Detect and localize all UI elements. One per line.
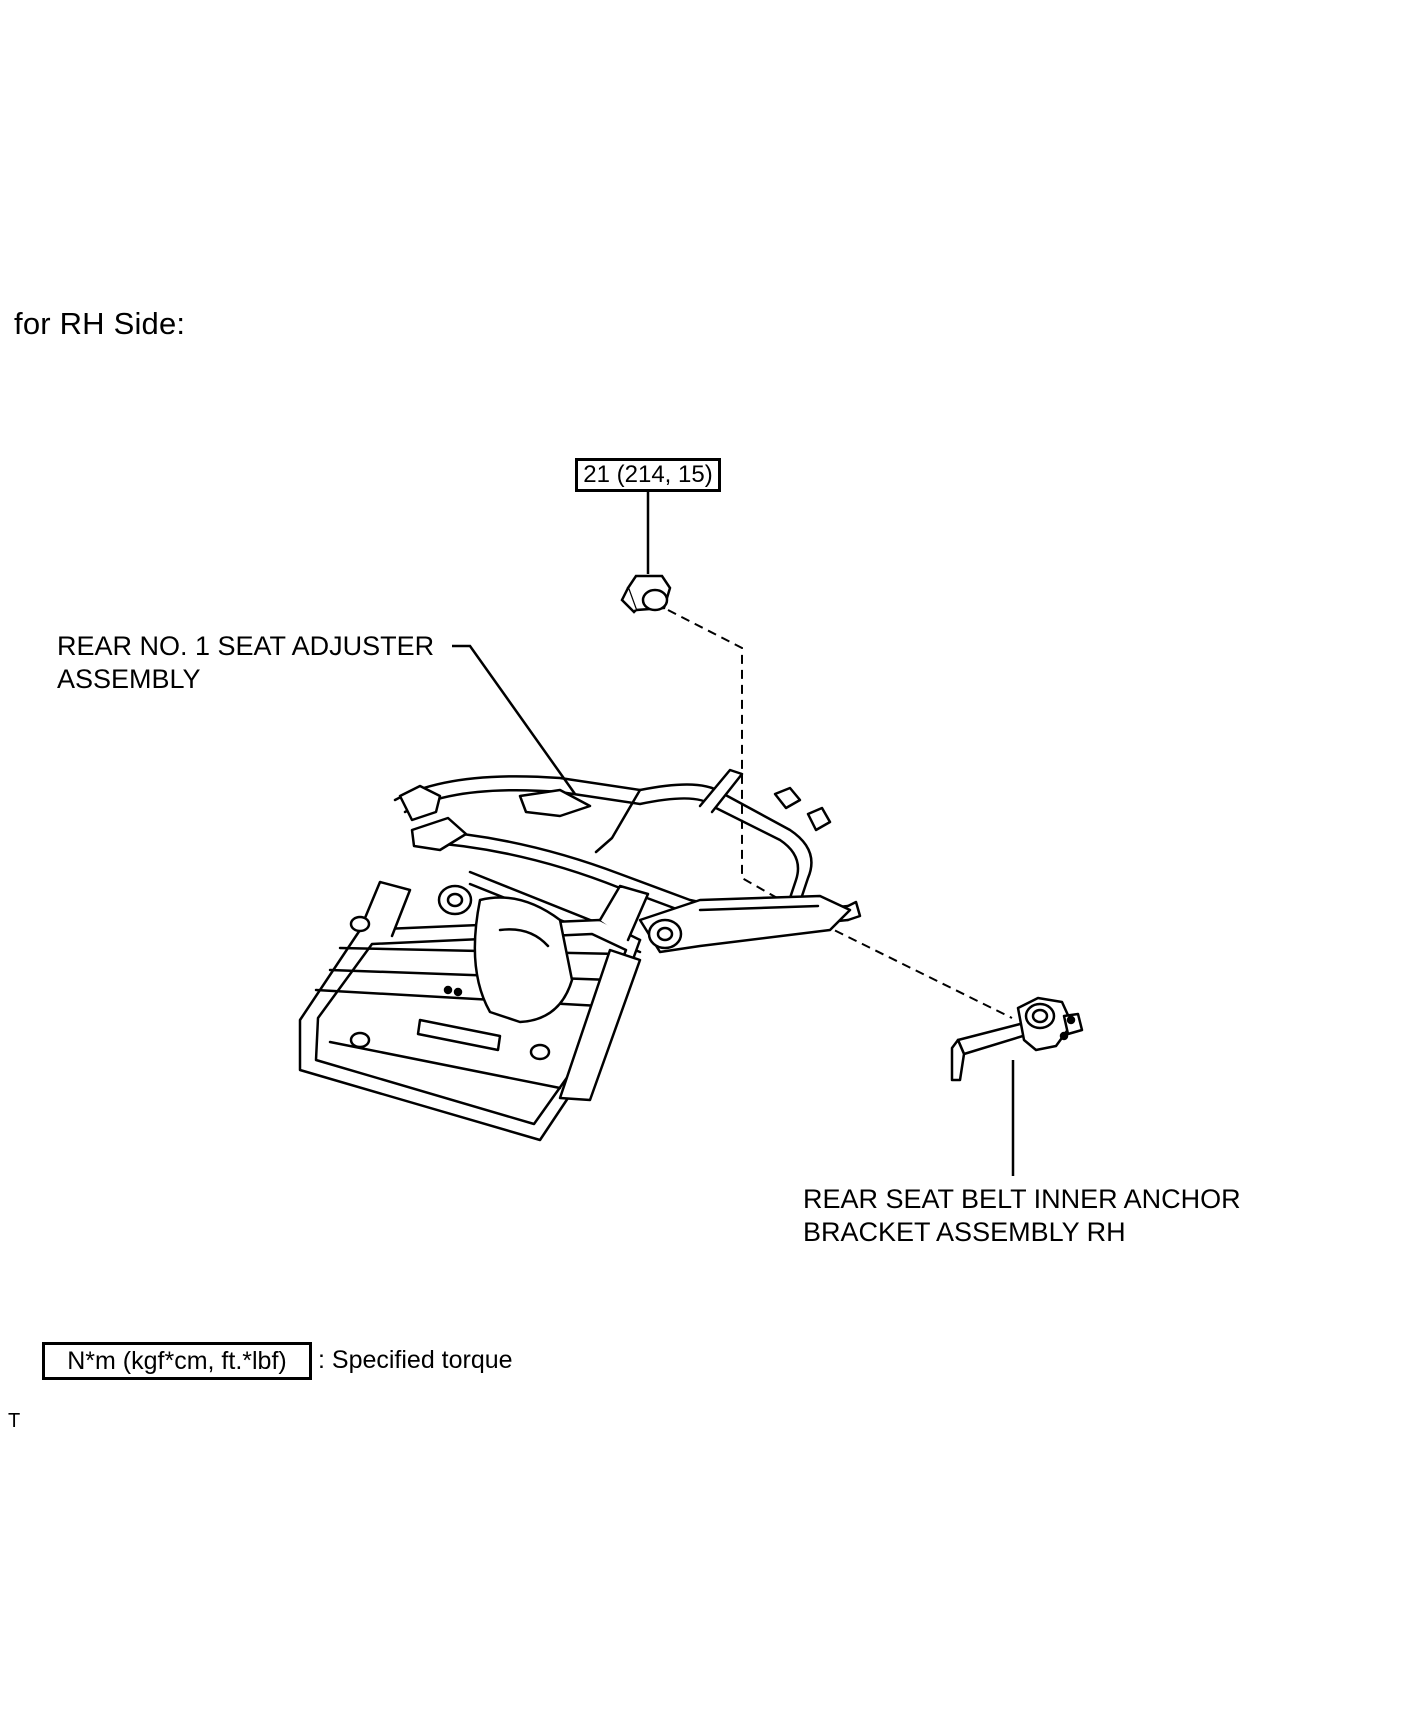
seat-adjuster-assembly-drawing [298,768,862,1142]
side-title: for RH Side: [14,306,186,341]
seat-adjuster-label-line-1: REAR NO. 1 SEAT ADJUSTER [57,631,435,661]
adjuster-leader-line [452,644,577,795]
install-path-dashed-line [667,609,1013,1019]
anchor-bracket-label-line-1: REAR SEAT BELT INNER ANCHOR [803,1184,1241,1214]
torque-legend-box: N*m (kgf*cm, ft.*lbf) [42,1342,312,1380]
footer-code: T [8,1410,21,1432]
seat-adjuster-label: REAR NO. 1 SEAT ADJUSTER ASSEMBLY [57,630,434,696]
torque-legend-description: : Specified torque [318,1346,513,1374]
torque-spec-box: 21 (214, 15) [575,458,721,492]
anchor-bracket-drawing [950,996,1084,1082]
seat-adjuster-label-line-2: ASSEMBLY [57,664,201,694]
anchor-bracket-label: REAR SEAT BELT INNER ANCHOR BRACKET ASSE… [803,1183,1241,1249]
bolt-icon [620,574,672,614]
anchor-bracket-label-line-2: BRACKET ASSEMBLY RH [803,1217,1126,1247]
